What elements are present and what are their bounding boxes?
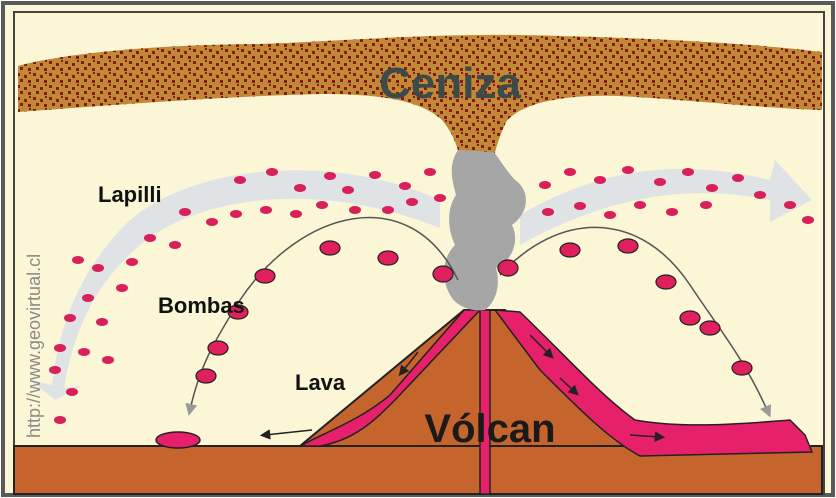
bomb — [680, 311, 700, 325]
bomb — [378, 251, 398, 265]
bomb — [208, 341, 228, 355]
lava-label: Lava — [295, 370, 346, 395]
volcano-label: Vólcan — [424, 407, 555, 451]
bomb — [433, 266, 453, 282]
watermark: http://www.geovirtual.cl — [24, 254, 44, 438]
ash-label: Ceniza — [379, 59, 521, 108]
bomb — [320, 241, 340, 255]
bomb — [656, 275, 676, 289]
bomb — [700, 321, 720, 335]
lava-blob — [156, 432, 200, 448]
bomb — [255, 269, 275, 283]
lapilli-label: Lapilli — [98, 182, 162, 207]
bomb — [560, 243, 580, 257]
bomb — [498, 260, 518, 276]
bomb — [618, 239, 638, 253]
volcanic-conduit — [480, 310, 490, 494]
bomb — [196, 369, 216, 383]
bombs-label: Bombas — [158, 293, 245, 318]
bomb — [732, 361, 752, 375]
